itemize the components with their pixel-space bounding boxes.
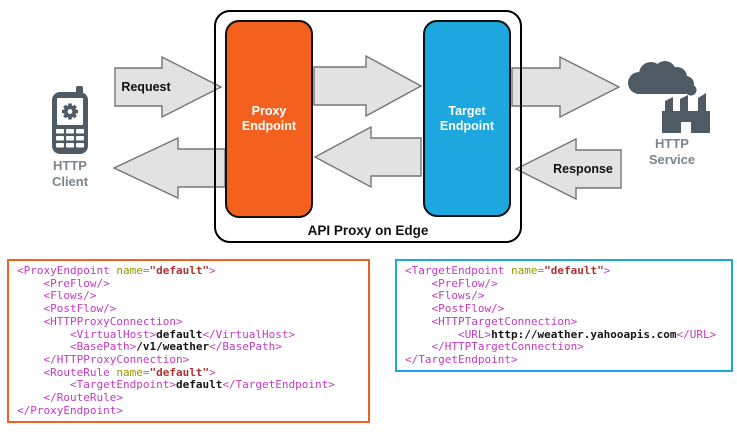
factory-service-icon [628,61,710,133]
response-arrow [514,137,622,201]
factory-door [681,122,691,133]
request-arrow [114,55,223,119]
flow-arrows-layer [112,54,622,201]
target-endpoint-label: Target Endpoint [439,103,495,133]
target-to-service-arrow [511,55,621,119]
target-endpoint-box: Target Endpoint [423,20,511,217]
target-to-proxy-arrow [313,125,422,189]
smoke-cloud [628,61,697,96]
proxy-endpoint-code: <ProxyEndpoint name="default"> <PreFlow/… [7,259,370,423]
proxy-to-target-arrow [313,54,423,118]
response-label: Response [553,162,613,176]
mobile-client-icon [52,86,88,154]
target-endpoint-code: <TargetEndpoint name="default"> <PreFlow… [395,259,733,372]
request-label: Request [121,80,171,94]
proxy-endpoint-box: Proxy Endpoint [225,20,313,218]
api-proxy-title: API Proxy on Edge [307,223,429,238]
http-client-label: HTTP Client [51,158,89,189]
api-proxy-container: API Proxy on Edge [214,10,522,243]
target-endpoint-code-text: <TargetEndpoint name="default"> <PreFlow… [405,264,717,366]
proxy-endpoint-code-text: <ProxyEndpoint name="default"> <PreFlow/… [17,264,335,417]
gear-icon [62,103,78,120]
proxy-endpoint-label: Proxy Endpoint [241,104,297,133]
http-service-label: HTTP Service [648,136,696,167]
factory-building [662,93,710,133]
proxy-to-client-arrow [112,136,226,200]
phone-keypad [56,129,84,148]
